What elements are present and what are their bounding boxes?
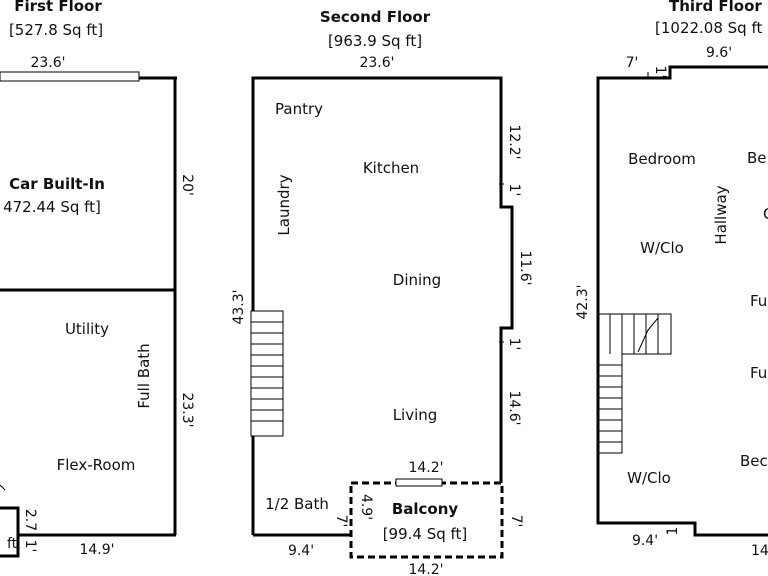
first-floor-title: First Floor xyxy=(14,0,102,15)
first-floor-small-dim-b: 1' xyxy=(22,540,38,553)
third-floor-left-dim: 42.3' xyxy=(575,284,591,319)
full-bath-b-label: Fu xyxy=(750,364,767,382)
wclo-b-label: W/Clo xyxy=(627,469,671,487)
third-floor-title: Third Floor xyxy=(669,0,762,15)
bedroom-b-label: Be xyxy=(747,149,767,167)
pantry-label: Pantry xyxy=(275,100,323,118)
first-floor-top-window xyxy=(0,71,140,82)
balcony-door xyxy=(395,478,443,487)
balcony-area: [99.4 Sq ft] xyxy=(383,525,468,543)
half-bath-label: 1/2 Bath xyxy=(265,495,329,513)
dining-label: Dining xyxy=(393,271,441,289)
wclo-a-label: W/Clo xyxy=(640,239,684,257)
third-floor-bottom-dim-a: 9.4' xyxy=(632,533,658,549)
utility-label: Utility xyxy=(65,320,109,338)
full-bath-a-label: Fu xyxy=(750,292,767,310)
third-floor-area: [1022.08 Sq ft xyxy=(655,19,762,37)
third-floor-bottom-dim-b: 1 xyxy=(665,527,681,536)
second-floor-jog-dim-b: 1' xyxy=(506,338,522,351)
balcony-label: Balcony xyxy=(392,500,459,518)
balcony-right-dim: 7' xyxy=(508,515,524,528)
first-floor-small-dim-a: 2.7 xyxy=(22,509,38,531)
second-floor-stairs xyxy=(250,310,284,437)
third-floor-bottom-dim-c: 14 xyxy=(751,543,768,559)
full-bath-label: Full Bath xyxy=(135,343,153,408)
bedroom-c-label: Bec xyxy=(740,452,768,470)
garage-area: 472.44 Sq ft] xyxy=(3,198,101,216)
first-floor-fragment: ft xyxy=(7,536,18,552)
laundry-label: Laundry xyxy=(275,174,293,235)
first-floor-top-dim: 23.6' xyxy=(30,55,65,71)
third-floor-stairs xyxy=(598,313,672,454)
flex-room-label: Flex-Room xyxy=(57,456,136,474)
second-floor-right-dim-b: 11.6' xyxy=(517,250,533,285)
half-bath-side-dim: 7' xyxy=(333,515,349,528)
third-floor-top-dim-a: 7' xyxy=(626,55,639,71)
first-floor-area: [527.8 Sq ft] xyxy=(9,21,103,39)
bedroom-a-label: Bedroom xyxy=(628,150,696,168)
second-floor-right-dim-a: 12.2' xyxy=(506,124,522,159)
third-floor-fragment-c: C xyxy=(763,205,768,223)
first-floor-right-lower-dim: 23.3' xyxy=(179,392,195,427)
third-floor-jog-dim: 1' xyxy=(652,66,668,79)
second-floor-left-dim: 43.3' xyxy=(231,289,247,324)
first-floor-bottom-dim: 14.9' xyxy=(79,542,114,558)
second-floor-area: [963.9 Sq ft] xyxy=(328,32,422,50)
living-label: Living xyxy=(393,406,438,424)
second-floor-bottom-dim: 9.4' xyxy=(288,543,314,559)
balcony-top-dim: 14.2' xyxy=(408,460,443,476)
hallway-label: Hallway xyxy=(712,185,730,244)
first-floor: First Floor [527.8 Sq ft] 23.6' 20' 23.3… xyxy=(0,0,195,558)
second-floor-right-dim-c: 14.6' xyxy=(506,390,522,425)
garage-label: Car Built-In xyxy=(9,175,105,193)
second-floor-jog-dim-a: 1' xyxy=(506,184,522,197)
first-floor-right-upper-dim: 20' xyxy=(179,174,195,196)
second-floor-top-dim: 23.6' xyxy=(359,55,394,71)
balcony-left-dim: 4.9' xyxy=(358,494,374,520)
kitchen-label: Kitchen xyxy=(363,159,419,177)
balcony-bottom-dim: 14.2' xyxy=(408,562,443,576)
third-floor: Third Floor [1022.08 Sq ft 7' 9.6' 1' 42… xyxy=(575,0,768,559)
third-floor-top-dim-b: 9.6' xyxy=(706,45,732,61)
second-floor: Second Floor [963.9 Sq ft] 23.6' 43.3' 1… xyxy=(231,8,533,576)
second-floor-title: Second Floor xyxy=(320,8,431,26)
balcony-outline xyxy=(349,481,504,559)
